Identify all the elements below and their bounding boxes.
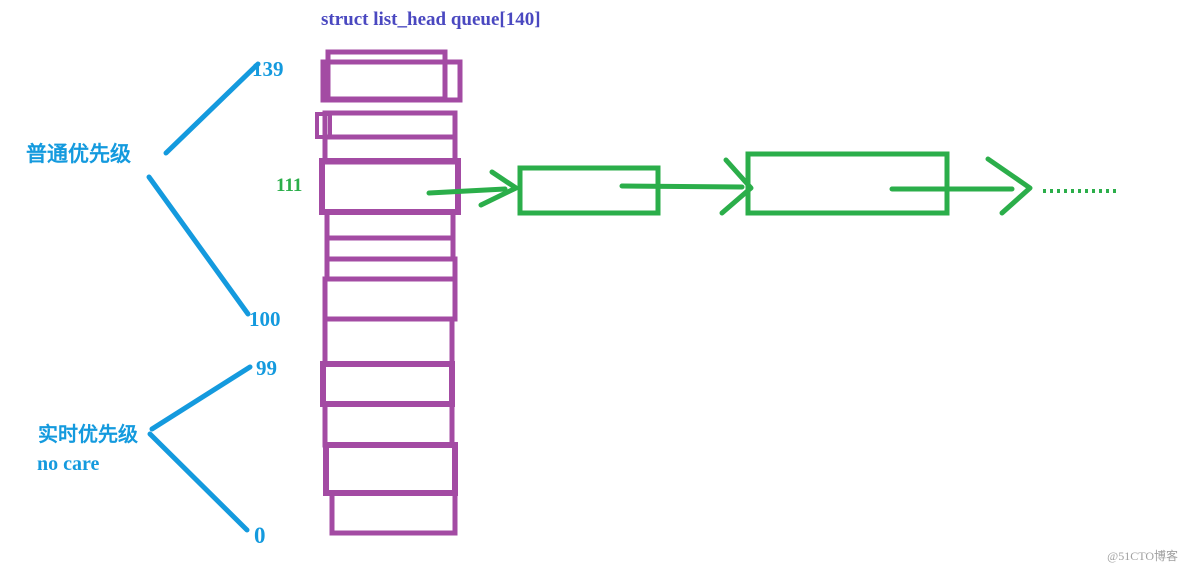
realtime-note-label: no care <box>37 453 100 475</box>
linked-list-chain <box>426 151 1118 216</box>
array-cell-0 <box>329 490 458 536</box>
watermark: @51CTO博客 <box>1107 548 1178 563</box>
array-cell <box>324 256 458 282</box>
array-cell-139 <box>320 59 463 103</box>
array-cell-100 <box>322 276 458 322</box>
array-cell <box>323 442 458 496</box>
chain-arrowhead-1 <box>478 169 519 208</box>
pointer-line-100 <box>146 174 251 317</box>
pointer-line-0 <box>147 431 250 533</box>
array-cell <box>322 401 455 448</box>
index-label-100: 100 <box>249 307 281 331</box>
array-stack <box>315 49 463 536</box>
list-node-1 <box>517 165 661 216</box>
index-label-99: 99 <box>256 356 277 380</box>
realtime-priority-label: 实时优先级 <box>38 422 138 446</box>
array-cell <box>324 209 456 241</box>
array-cell-99 <box>320 361 455 407</box>
array-cell-111 <box>319 158 461 215</box>
list-node-2 <box>745 151 950 216</box>
normal-priority-label: 普通优先级 <box>26 142 131 166</box>
pointer-line-139 <box>163 61 261 156</box>
chain-arrow-shaft-1 <box>426 186 508 196</box>
realtime-priority-bracket <box>147 364 253 533</box>
index-label-139: 139 <box>252 57 284 81</box>
chain-arrow-shaft-2 <box>619 183 745 190</box>
index-label-111: 111 <box>276 175 302 196</box>
array-title: struct list_head queue[140] <box>321 9 541 30</box>
chain-arrowhead-3 <box>985 156 1033 216</box>
array-cell-139-inner <box>325 49 448 102</box>
index-label-0: 0 <box>254 523 266 548</box>
pointer-line-99 <box>149 364 253 432</box>
array-cell <box>322 316 455 367</box>
array-cell <box>324 235 456 262</box>
array-cell <box>322 110 458 140</box>
chain-arrowhead-2 <box>719 157 754 216</box>
normal-priority-bracket <box>146 61 261 317</box>
